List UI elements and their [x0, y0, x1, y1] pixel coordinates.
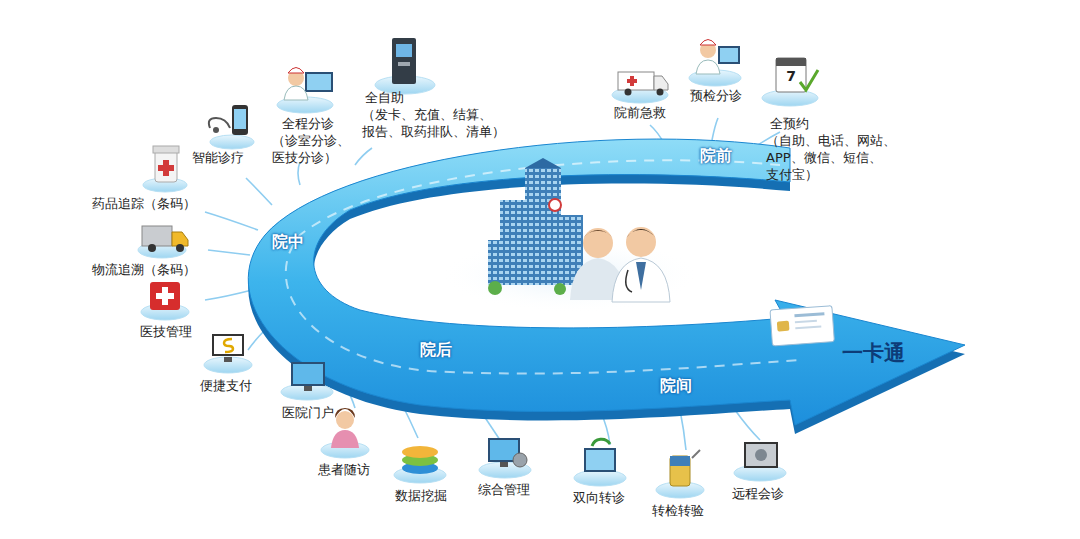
triage-nurse-icon — [284, 68, 333, 101]
feature-list: （自助、电话、网站、 APP、微信、短信、支付宝） — [766, 133, 931, 184]
label-text: 数据挖掘 — [395, 488, 447, 505]
phase-label: 院后 — [420, 340, 452, 361]
doctor-figure — [612, 227, 670, 302]
remote-consult-icon — [744, 442, 778, 468]
phase-label: 院前 — [700, 146, 732, 167]
card-icon — [770, 306, 834, 346]
label-text: 物流追溯（条码） — [92, 262, 196, 279]
payment-icon — [212, 334, 244, 362]
hospital-buildings — [488, 158, 583, 295]
label-text: 综合管理 — [478, 482, 530, 499]
smart-clinic-icon — [209, 105, 248, 135]
label-text: 全自助 — [365, 90, 404, 107]
data-mining-icon — [402, 446, 438, 474]
curved-arrow — [248, 139, 965, 425]
portal-icon — [291, 362, 325, 391]
label-text: 预检分诊 — [690, 88, 742, 105]
icon-platforms — [138, 70, 818, 498]
ambulance-icon — [618, 72, 668, 96]
label-text: 药品追踪（条码） — [92, 196, 196, 213]
label-text: 双向转诊 — [573, 490, 625, 507]
label-text: 全程分诊 — [282, 116, 334, 133]
lab-test-icon — [670, 450, 700, 486]
label-text: 患者随访 — [318, 462, 370, 479]
medicine-icon — [153, 146, 179, 182]
label-text: 院前急救 — [614, 105, 666, 122]
calendar-number: 7 — [786, 67, 796, 85]
label-text: 医技管理 — [140, 324, 192, 341]
referral-icon — [584, 439, 616, 472]
label-text: 智能诊疗 — [192, 150, 244, 167]
medical-tech-icon — [150, 282, 180, 310]
label-text: 全预约 — [770, 116, 809, 133]
label-text: 远程会诊 — [732, 486, 784, 503]
phase-label: 院间 — [660, 376, 692, 397]
card-label: 一卡通 — [842, 340, 905, 367]
feature-list: （诊室分诊、 医技分诊） — [272, 133, 362, 167]
label-text: 转检转验 — [652, 503, 704, 520]
management-icon — [488, 438, 527, 467]
phase-label: 院中 — [272, 232, 304, 253]
calendar-icon — [776, 58, 818, 92]
arrow-dash — [286, 160, 800, 373]
kiosk-icon — [392, 38, 416, 84]
logistics-truck-icon — [142, 226, 188, 252]
follow-up-icon — [331, 408, 359, 448]
feature-list: （发卡、充值、结算、 报告、取药排队、清单） — [362, 107, 527, 141]
pre-check-nurse-icon — [696, 40, 740, 75]
label-text: 医院门户 — [282, 405, 334, 422]
label-text: 便捷支付 — [200, 378, 252, 395]
